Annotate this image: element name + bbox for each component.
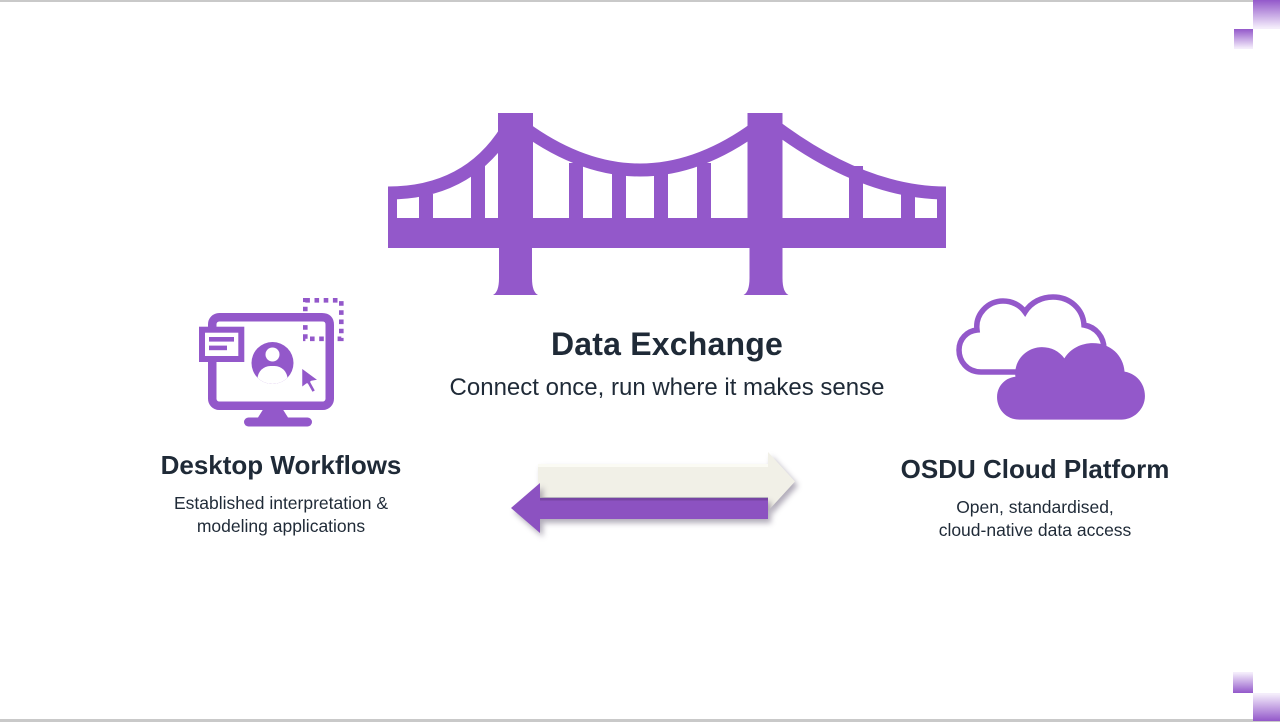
left-column: Desktop Workflows Established interpreta… bbox=[106, 450, 456, 538]
right-description-line-2: cloud-native data access bbox=[938, 520, 1132, 540]
monitor-corner-in-marquee bbox=[305, 313, 334, 341]
purple-left-arrow bbox=[511, 483, 768, 533]
card-text-line-2 bbox=[209, 345, 227, 351]
card-text-line-1 bbox=[209, 337, 234, 342]
user-avatar-person bbox=[257, 347, 288, 384]
left-description-line-2: modeling applications bbox=[196, 516, 366, 536]
corner-accent-bottom-right-small bbox=[1233, 672, 1253, 693]
suspension-bridge-icon bbox=[387, 113, 947, 295]
title-block: Data Exchange Connect once, run where it… bbox=[383, 326, 951, 402]
bridge-pier-right bbox=[743, 246, 789, 295]
right-heading: OSDU Cloud Platform bbox=[900, 454, 1170, 484]
cloud-icon bbox=[956, 294, 1145, 420]
desktop-user-workflow-icon bbox=[199, 298, 344, 427]
bridge-deck bbox=[388, 218, 946, 248]
left-description: Established interpretation & modeling ap… bbox=[106, 492, 456, 538]
page-subtitle: Connect once, run where it makes sense bbox=[449, 374, 885, 401]
monitor-stand-neck bbox=[258, 408, 288, 418]
corner-accent-top-right-small bbox=[1234, 29, 1253, 49]
data-exchange-arrows bbox=[511, 452, 795, 533]
page-title: Data Exchange bbox=[550, 326, 784, 362]
filled-cloud bbox=[997, 343, 1145, 420]
cursor-arrow-icon bbox=[299, 365, 322, 395]
corner-accent-top-right-large bbox=[1253, 0, 1280, 29]
card-icon bbox=[199, 326, 245, 362]
bottom-border-line bbox=[0, 719, 1280, 722]
left-description-line-1: Established interpretation & bbox=[173, 493, 389, 513]
right-description-line-1: Open, standardised, bbox=[956, 497, 1114, 517]
right-column: OSDU Cloud Platform Open, standardised, … bbox=[860, 454, 1210, 542]
corner-accent-bottom-right-large bbox=[1253, 693, 1280, 721]
top-border-line bbox=[0, 0, 1280, 2]
cream-right-arrow bbox=[538, 452, 795, 511]
bridge-pier-left bbox=[493, 246, 538, 295]
bridge-tower-right bbox=[747, 113, 783, 223]
monitor-stand-base bbox=[244, 417, 312, 427]
bridge-hangers bbox=[388, 163, 946, 220]
right-description: Open, standardised, cloud-native data ac… bbox=[860, 496, 1210, 542]
outline-cloud bbox=[956, 294, 1107, 375]
bridge-tower-left bbox=[498, 113, 533, 223]
left-heading: Desktop Workflows bbox=[160, 450, 402, 480]
